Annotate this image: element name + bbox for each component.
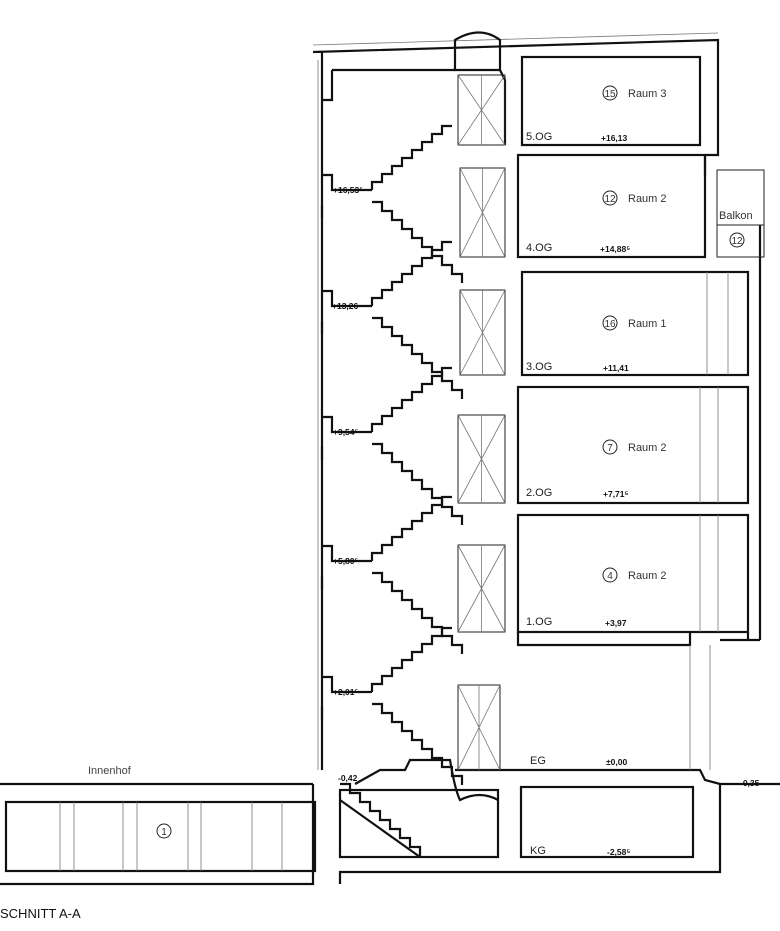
rooms <box>4 55 765 873</box>
ground-floor-elevation: ±0,00 <box>606 757 627 767</box>
shaft-cross <box>457 414 506 504</box>
room-2og: 7 Raum 2 2.OG +7,71⁵ <box>526 439 667 499</box>
landing-elevation: -0,42 <box>338 773 358 783</box>
basement-stair-flight <box>340 782 422 856</box>
shaft-cross <box>459 289 506 376</box>
floor-label: 2.OG <box>526 487 552 499</box>
room-5og: 15 Raum 3 5.OG +16,13 <box>526 85 667 143</box>
room-name: Raum 2 <box>628 193 667 205</box>
floor-label: 1.OG <box>526 616 552 628</box>
floor-label: 4.OG <box>526 242 552 254</box>
balcony: Balkon 12 <box>719 210 753 248</box>
stair-flight <box>372 316 464 399</box>
room-number: 12 <box>604 194 616 205</box>
stair-flight <box>370 240 452 306</box>
basement-elevation: -2,58⁵ <box>607 847 630 857</box>
stair-flight <box>372 702 464 785</box>
landing-slab <box>320 289 372 334</box>
room-number: 15 <box>604 89 616 100</box>
room-1og: 4 Raum 2 1.OG +3,97 <box>526 567 667 628</box>
room-labels: 15 Raum 3 5.OG +16,13 12 Raum 2 4.OG +14… <box>0 85 760 921</box>
basement-label: KG <box>530 845 546 857</box>
room-name: Raum 3 <box>628 88 667 100</box>
elevation-label: +11,41 <box>603 363 629 373</box>
room-name: Raum 1 <box>628 318 667 330</box>
room-4og: 12 Raum 2 4.OG +14,88⁵ <box>526 190 667 254</box>
shaft-cross <box>457 74 506 146</box>
landing-slab <box>320 415 372 460</box>
stair-flight <box>372 571 464 654</box>
shaft-cross <box>459 167 506 258</box>
elevation-label: +16,13 <box>601 133 628 143</box>
stair-flight <box>372 200 464 283</box>
landing-elevation: +16,53⁵ <box>333 185 363 195</box>
elevator-shafts <box>457 74 506 771</box>
room-number: 4 <box>607 571 613 582</box>
room-3og: 16 Raum 1 3.OG +11,41 <box>526 315 667 373</box>
staircase <box>320 124 499 856</box>
landing-slab <box>320 173 372 218</box>
shaft-cross <box>457 684 501 771</box>
basement-landing <box>354 758 499 802</box>
shaft-cross <box>457 544 506 633</box>
courtyard-label: Innenhof <box>88 765 132 777</box>
balcony-label: Balkon <box>719 210 753 222</box>
stair-flight <box>370 626 452 692</box>
floor-label: 5.OG <box>526 131 552 143</box>
landing-elevation: +5,80⁵ <box>333 556 359 566</box>
landing-elevation: +9,54⁵ <box>333 427 359 437</box>
room-name: Raum 2 <box>628 442 667 454</box>
floor-label: 3.OG <box>526 361 552 373</box>
room-name: Raum 2 <box>628 570 667 582</box>
elevation-label: +3,97 <box>605 618 627 628</box>
courtyard-room-number: 1 <box>161 827 167 838</box>
balcony-number: 12 <box>731 236 743 247</box>
landing-elevation: +13,26 <box>332 301 359 311</box>
stair-flight <box>370 124 452 190</box>
stair-flight <box>370 366 452 432</box>
room-number: 7 <box>607 443 613 454</box>
landing-slab <box>320 675 372 720</box>
building-shell <box>0 31 780 886</box>
ground-floor-label: EG <box>530 755 546 767</box>
stair-flight <box>370 495 452 561</box>
stair-flight <box>372 442 464 525</box>
drawing-title: SCHNITT A-A <box>0 906 81 921</box>
street-elevation: -0,35 <box>740 778 760 788</box>
landing-slab <box>320 544 372 589</box>
room-number: 16 <box>604 319 616 330</box>
landing-elevation: +2,01⁵ <box>333 687 359 697</box>
elevation-label: +14,88⁵ <box>600 244 630 254</box>
elevation-label: +7,71⁵ <box>603 489 629 499</box>
